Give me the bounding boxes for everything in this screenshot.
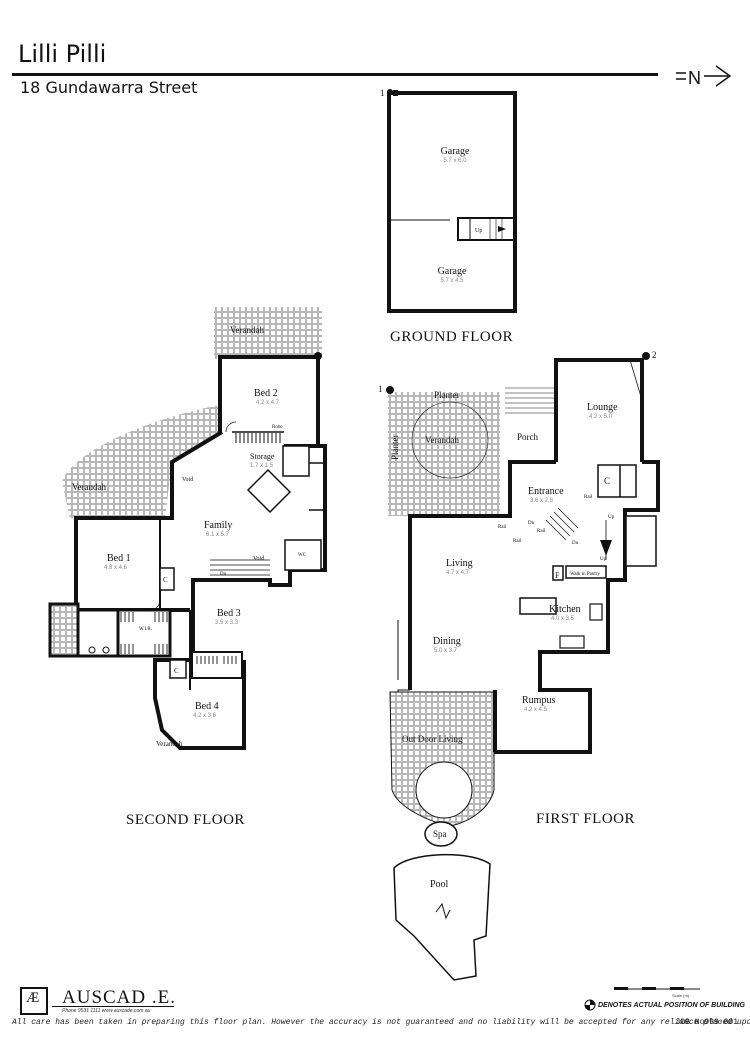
small-label: Rail: [584, 495, 593, 500]
room-name: Rumpus: [522, 695, 555, 706]
second-floor-title: SECOND FLOOR: [126, 812, 245, 828]
room-dims: 1.7 x 1.5: [250, 463, 274, 469]
room-dims: 5.7 x 6.0: [443, 158, 467, 164]
header-rule: [12, 73, 658, 76]
first-floor-plan: [388, 358, 660, 981]
ground-floor-title: GROUND FLOOR: [390, 329, 514, 345]
small-label: C: [174, 667, 179, 675]
small-label: Up: [608, 515, 615, 520]
room-dims: 4.8 x 4.6: [104, 565, 128, 571]
small-label: Void: [253, 556, 264, 562]
room-name: Entrance: [528, 486, 564, 497]
room-dims: 5.0 x 3.7: [434, 648, 458, 654]
small-label: Rail: [537, 529, 546, 534]
small-label: Rail: [513, 539, 522, 544]
room-name: Storage: [250, 452, 275, 461]
logo-divider: [52, 1006, 174, 1007]
small-label: Up: [600, 557, 607, 562]
room-dims: 3.6 x 2.8: [530, 498, 554, 504]
small-label: Dn: [528, 521, 535, 526]
small-label: Dn: [572, 541, 579, 546]
scale-label: Scale (m): [672, 993, 690, 998]
scale-bar: [614, 987, 700, 990]
room-name: Garage: [438, 266, 467, 277]
svg-text:N: N: [688, 68, 701, 88]
room-name: Bed 3: [217, 608, 241, 619]
small-label: WC: [298, 553, 307, 558]
room-name: Planter: [390, 435, 400, 461]
small-label: Walk in Pantry: [570, 572, 600, 577]
north-arrow-icon: N: [676, 65, 732, 88]
room-name: Verandah: [72, 482, 106, 492]
marker-label: 1: [378, 384, 383, 394]
room-dims: 3.5 x 3.3: [215, 620, 239, 626]
room-name: Planter: [434, 390, 460, 400]
first-floor-title: FIRST FLOOR: [536, 811, 636, 827]
company-logo-icon: [20, 987, 48, 1015]
room-name: Pool: [430, 879, 449, 890]
position-marker-icon: [642, 352, 650, 360]
property-title: Lilli Pilli: [18, 40, 107, 68]
room-dims: 5.7 x 4.5: [440, 278, 464, 284]
logo-letters: Æ: [26, 990, 40, 1006]
room-name: Bed 2: [254, 388, 278, 399]
position-marker-icon: [386, 386, 394, 394]
small-label: Dn: [220, 572, 227, 577]
room-name: Out Door Living: [402, 734, 463, 744]
legend-text: DENOTES ACTUAL POSITION OF BUILDING: [598, 1002, 746, 1009]
room-name: Dining: [433, 636, 461, 647]
stair-label: Up: [475, 228, 482, 234]
room-dims: 4.2 x 4.5: [524, 707, 548, 713]
room-dims: 4.0 x 3.5: [551, 616, 575, 622]
room-name: Verandah: [425, 435, 459, 445]
small-label: Void: [182, 477, 193, 483]
small-label: Robe: [272, 425, 283, 430]
small-label: F: [555, 571, 560, 580]
room-dims: 4.2 x 4.7: [256, 400, 280, 406]
room-name: Bed 4: [195, 701, 219, 712]
room-name: Bed 1: [107, 553, 131, 564]
job-number: JOB No999-001: [675, 1018, 738, 1027]
room-name: Spa: [433, 829, 447, 839]
room-name: Living: [446, 558, 473, 569]
room-name: Porch: [517, 432, 538, 442]
room-dims: 4.2 x 5.0: [589, 414, 613, 420]
small-label: Verandah: [156, 740, 183, 748]
disclaimer: All care has been taken in preparing thi…: [12, 1018, 750, 1027]
company-name: AUSCAD .E.: [62, 987, 176, 1008]
room-dims: 4.7 x 4.7: [446, 570, 470, 576]
room-name: Garage: [441, 146, 470, 157]
small-label: W.I.R.: [139, 627, 152, 632]
room-name: Verandah: [230, 325, 264, 335]
small-label: C: [163, 576, 168, 584]
room-dims: 6.1 x 5.7: [206, 532, 230, 538]
room-dims: 4.2 x 3.6: [193, 713, 217, 719]
small-label: C: [604, 476, 610, 486]
ground-floor-plan: [387, 90, 517, 313]
room-name: Family: [204, 520, 232, 531]
company-contact: Phone 9531 1111 www.auscade.com.au: [62, 1008, 151, 1014]
room-name: Kitchen: [549, 604, 581, 615]
position-marker-icon: [314, 352, 322, 360]
second-floor-plan: [48, 307, 327, 750]
position-marker-icon: [387, 89, 393, 95]
marker-label: 2: [652, 350, 657, 360]
small-label: Rail: [498, 525, 507, 530]
room-name: Lounge: [587, 402, 618, 413]
property-address: 18 Gundawarra Street: [20, 78, 198, 97]
marker-label: 1: [380, 88, 385, 98]
